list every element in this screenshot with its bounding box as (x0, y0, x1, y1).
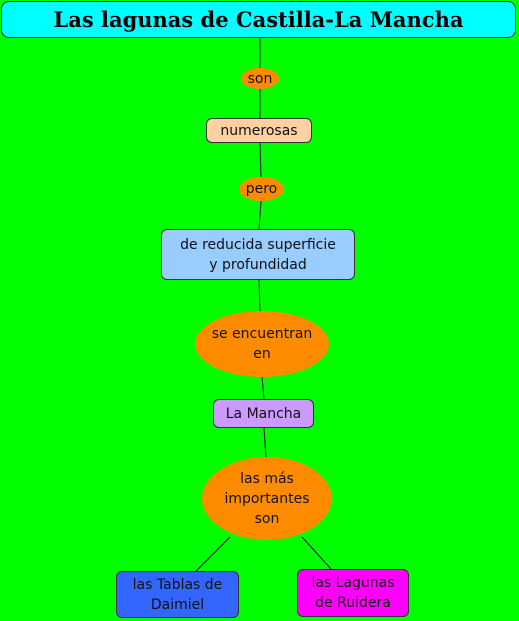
mancha-label: La Mancha (225, 405, 302, 422)
superficie-label: de reducida superficie y profundidad (180, 236, 336, 273)
ruidera-label: las Lagunas de Ruidera (311, 575, 395, 611)
pero-label: pero (245, 181, 278, 197)
connector-superficie-encuentran (258, 279, 261, 312)
connector-importantes-ruidera (301, 536, 332, 570)
diagram-title: Las lagunas de Castilla-La Mancha (1, 1, 516, 38)
concept-reducida-superficie: de reducida superficie y profundidad (161, 229, 355, 280)
connector-pero-superficie (258, 200, 262, 230)
linking-phrase-mas-importantes: las más importantes son (202, 457, 332, 540)
linking-phrase-se-encuentran: se encuentran en (195, 311, 329, 377)
linking-phrase-son: son (241, 68, 279, 89)
linking-phrase-pero: pero (239, 177, 284, 201)
title-text: Las lagunas de Castilla-La Mancha (53, 6, 464, 32)
numerosas-label: numerosas (220, 122, 298, 139)
concept-lagunas-de-ruidera: las Lagunas de Ruidera (297, 569, 409, 617)
connector-encuentran-mancha (261, 376, 265, 400)
son-label: son (247, 70, 273, 87)
importantes-label: las más importantes son (224, 470, 310, 527)
connector-numerosas-pero (259, 142, 262, 178)
concept-numerosas: numerosas (206, 118, 312, 143)
concept-tablas-de-daimiel: las Tablas de Daimiel (116, 571, 239, 618)
connector-importantes-daimiel (195, 536, 231, 572)
encuentran-label: se encuentran en (211, 326, 313, 362)
concept-la-mancha: La Mancha (213, 399, 314, 428)
daimiel-label: las Tablas de Daimiel (132, 576, 223, 613)
connector-mancha-importantes (263, 427, 267, 458)
